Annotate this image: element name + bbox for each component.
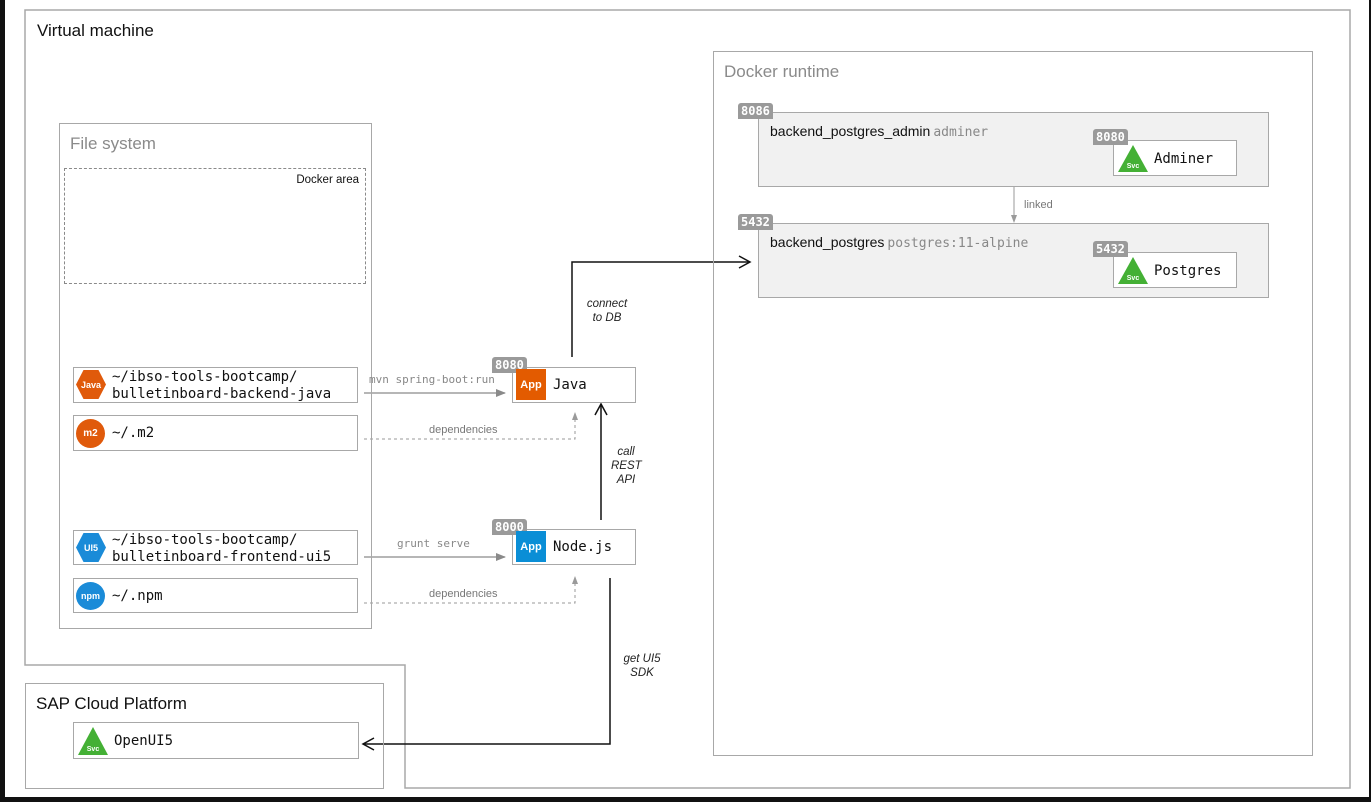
file-path-line1: ~/ibso-tools-bootcamp/	[112, 369, 298, 385]
docker-area-label: Docker area	[296, 174, 359, 186]
ui5-sdk-arrow	[361, 578, 611, 751]
file-path: ~/.m2	[112, 425, 155, 441]
service-name: Adminer	[1154, 151, 1214, 167]
file-item-frontend-ui5[interactable]: UI5 ~/ibso-tools-bootcamp/ bulletinboard…	[73, 530, 358, 565]
file-path-line2: bulletinboard-frontend-ui5	[112, 549, 332, 565]
file-item-backend-java[interactable]: Java ~/ibso-tools-bootcamp/ bulletinboar…	[73, 367, 358, 403]
sdk-label-line2: SDK	[630, 667, 654, 679]
svc-icon: Svc	[1118, 257, 1148, 284]
m2-icon: m2	[76, 419, 105, 448]
node-dependencies-arrow	[364, 576, 578, 604]
ui5-icon: UI5	[76, 533, 106, 562]
sdk-label-line1: get UI5	[623, 653, 661, 665]
mvn-label: mvn spring-boot:run	[369, 373, 495, 386]
service-name: Postgres	[1154, 263, 1222, 279]
svc-icon: Svc	[78, 727, 108, 755]
java-dependencies-arrow	[364, 412, 578, 440]
rest-label-line1: call	[617, 446, 635, 458]
container-image: adminer	[933, 125, 989, 140]
diagram-canvas: Virtual machine File system Docker area …	[5, 0, 1369, 797]
file-path-line1: ~/ibso-tools-bootcamp/	[112, 532, 298, 548]
file-item-m2[interactable]: m2 ~/.m2	[73, 415, 358, 451]
port-badge: 8086	[738, 103, 773, 119]
service-postgres[interactable]: 5432 Svc Postgres	[1093, 241, 1237, 288]
app-name: Java	[553, 377, 587, 393]
java-dependencies-label: dependencies	[429, 424, 498, 436]
app-icon: App	[516, 369, 546, 400]
file-path-line2: bulletinboard-backend-java	[112, 386, 332, 402]
container-name: backend_postgres_admin	[770, 123, 931, 139]
connect-db-label-line2: to DB	[592, 312, 622, 324]
grunt-label: grunt serve	[397, 537, 470, 550]
service-name: OpenUI5	[114, 733, 174, 749]
port-badge: 5432	[738, 214, 773, 230]
npm-icon: npm	[76, 582, 105, 610]
app-java[interactable]: 8080 App Java	[492, 357, 636, 403]
port-badge: 5432	[1093, 241, 1128, 257]
rest-api-label: call REST API	[611, 445, 642, 487]
svg-text:Svc: Svc	[87, 746, 100, 753]
connect-db-label-line1: connect	[586, 298, 628, 310]
file-item-npm[interactable]: npm ~/.npm	[73, 578, 358, 613]
linked-label: linked	[1024, 199, 1053, 211]
sap-cloud-platform-title: SAP Cloud Platform	[36, 694, 187, 713]
svg-text:Svc: Svc	[1127, 163, 1140, 170]
docker-area: Docker area	[64, 168, 366, 284]
connect-db-arrow	[571, 255, 752, 357]
virtual-machine-frame	[24, 9, 1351, 789]
file-system-title: File system	[70, 134, 156, 153]
service-adminer[interactable]: 8080 Svc Adminer	[1093, 129, 1237, 176]
connect-db-label: connect to DB	[577, 297, 637, 325]
rest-label-line2: REST	[611, 460, 642, 472]
container-name: backend_postgres	[770, 234, 885, 250]
service-openui5[interactable]: Svc OpenUI5	[73, 722, 359, 759]
app-nodejs[interactable]: 8000 App Node.js	[492, 519, 636, 565]
virtual-machine-title: Virtual machine	[37, 21, 154, 40]
port-badge: 8080	[1093, 129, 1128, 145]
container-image: postgres:11-alpine	[887, 236, 1029, 251]
java-icon: Java	[76, 370, 106, 399]
svg-text:Svc: Svc	[1127, 275, 1140, 282]
app-icon: App	[516, 531, 546, 562]
file-system-region: File system Docker area	[59, 123, 372, 629]
node-dependencies-label: dependencies	[429, 588, 498, 600]
docker-runtime-region: Docker runtime	[713, 51, 1313, 756]
ui5-sdk-label: get UI5 SDK	[617, 652, 667, 680]
connectors-layer	[24, 9, 1351, 789]
rest-label-line3: API	[616, 474, 636, 486]
sap-cloud-platform-region: SAP Cloud Platform Svc OpenUI5	[25, 683, 384, 789]
app-name: Node.js	[553, 539, 613, 555]
svc-icon: Svc	[1118, 145, 1148, 172]
docker-runtime-title: Docker runtime	[724, 62, 840, 81]
file-path: ~/.npm	[112, 588, 163, 604]
